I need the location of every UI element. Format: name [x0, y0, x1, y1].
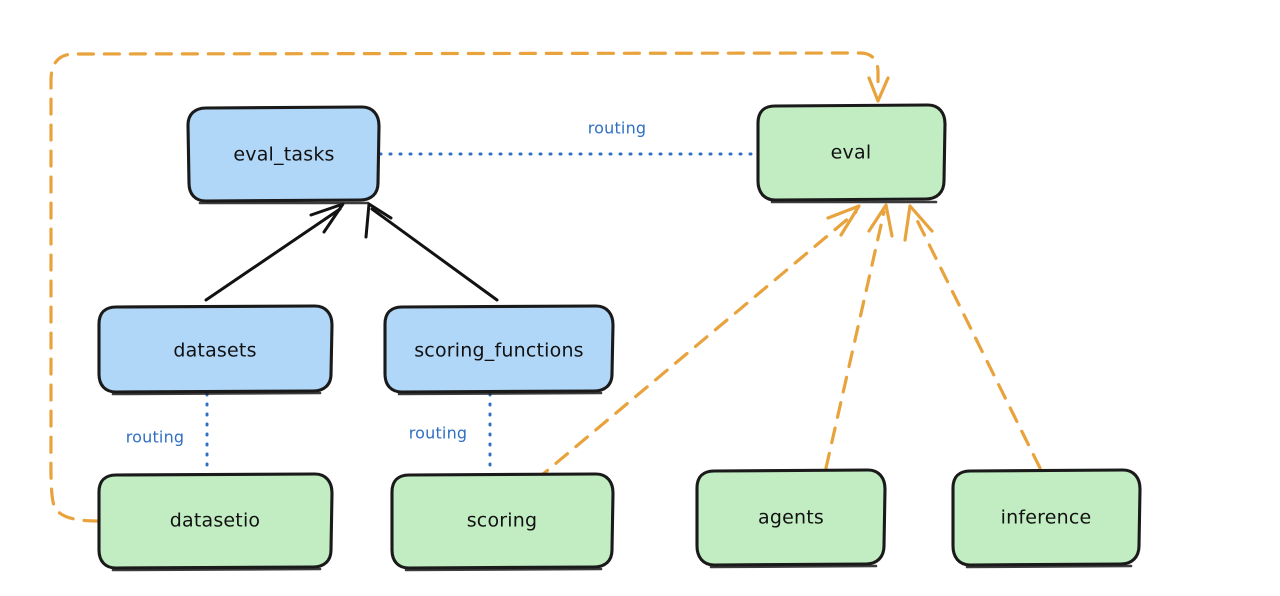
node-datasetio-shape [97, 472, 334, 570]
node-datasets-shape [97, 304, 334, 394]
node-scoring-functions-label: scoring_functions [414, 340, 584, 362]
node-agents-shape [695, 468, 887, 567]
node-datasets-label: datasets [173, 340, 256, 362]
node-agents-label: agents [758, 507, 824, 529]
node-datasets[interactable]: datasets [97, 304, 334, 396]
edge-scoring-functions-eval-tasks[interactable] [364, 202, 499, 302]
node-eval-tasks[interactable]: eval_tasks [186, 105, 381, 205]
node-scoring-functions-shape [383, 304, 615, 394]
edge-datasetio-eval[interactable] [49, 51, 890, 523]
node-layer: eval_tasks eval datasets scoring_functio… [97, 103, 1142, 572]
node-scoring-label: scoring [467, 510, 538, 532]
node-scoring-shape [390, 472, 615, 570]
node-scoring[interactable]: scoring [390, 472, 615, 572]
node-eval-tasks-shape [186, 105, 381, 203]
node-eval[interactable]: eval [756, 103, 947, 204]
node-eval-shape [756, 103, 947, 202]
node-inference[interactable]: inference [951, 468, 1142, 569]
node-inference-shape [951, 468, 1142, 567]
edge-datasets-eval-tasks[interactable] [204, 202, 345, 302]
edge-layer [49, 51, 1042, 523]
node-inference-label: inference [1001, 507, 1092, 529]
node-datasetio[interactable]: datasetio [97, 472, 334, 572]
edge-label-routing-scoring-functions-scoring: routing [409, 424, 468, 443]
edge-label-routing-datasets-datasetio: routing [126, 428, 185, 447]
node-scoring-functions[interactable]: scoring_functions [383, 304, 615, 396]
edge-agents-eval[interactable] [824, 203, 894, 470]
node-eval-tasks-label: eval_tasks [233, 144, 334, 166]
edge-scoring-eval[interactable] [534, 204, 861, 482]
edge-inference-eval[interactable] [903, 204, 1042, 470]
edge-label-routing-eval-tasks-eval: routing [588, 119, 647, 138]
edge-label-layer: routing routing routing [126, 119, 647, 447]
node-eval-label: eval [831, 142, 872, 164]
node-agents[interactable]: agents [695, 468, 887, 569]
node-datasetio-label: datasetio [170, 510, 261, 532]
